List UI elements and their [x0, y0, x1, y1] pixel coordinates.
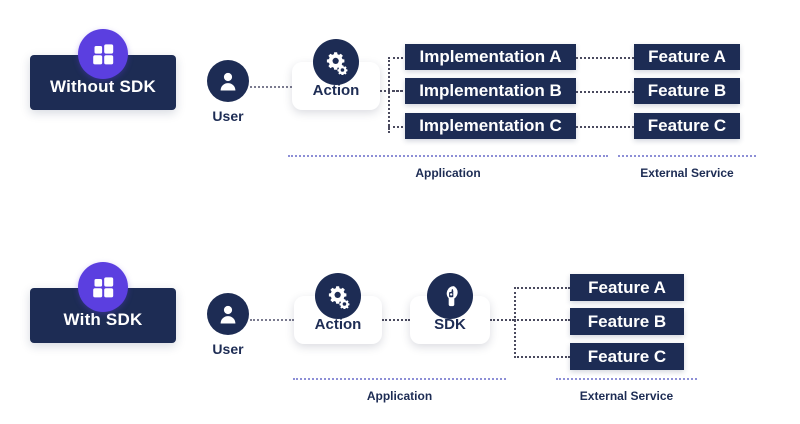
connector-action-to-impl-c: [388, 126, 407, 128]
wrench-icon: [427, 273, 473, 319]
chip-label: Feature B: [647, 81, 727, 100]
gears-icon: [313, 39, 359, 85]
connector-sdk-to-feature-b: [514, 319, 570, 321]
zone-divider: [556, 378, 697, 380]
chip-feature: Feature A: [570, 274, 684, 301]
connector-impl-a-to-feature-a: [576, 57, 634, 59]
zone-divider: [293, 378, 506, 380]
connector-sdk-stem: [490, 319, 514, 321]
connector-action-to-impl-b: [388, 90, 407, 92]
chip-label: Feature A: [648, 47, 726, 66]
zone-label: External Service: [640, 166, 734, 180]
gears-icon: [315, 273, 361, 319]
chip-label: Implementation C: [419, 116, 562, 135]
connector-action-to-impl-a: [388, 57, 407, 59]
connector-impl-b-to-feature-b: [576, 91, 634, 93]
chip-label: Feature C: [587, 346, 667, 366]
user-icon: [207, 293, 249, 335]
grid-icon: [78, 262, 128, 312]
node-action-without-sdk: Action: [292, 39, 380, 110]
chip-label: Feature A: [588, 277, 666, 297]
chip-label: Implementation A: [419, 47, 562, 66]
chip-label: Feature B: [587, 311, 667, 331]
zone-application-without-sdk: Application: [288, 155, 608, 180]
chip-feature: Feature A: [634, 44, 740, 70]
connector-user-to-action: [250, 86, 292, 88]
node-label: Action: [312, 82, 360, 99]
node-sdk: SDK: [410, 273, 490, 344]
actor-user-with-sdk: User: [207, 293, 249, 357]
chip-implementation: Implementation B: [405, 78, 576, 104]
section-banner-with-sdk: With SDK: [30, 262, 176, 343]
zone-label: Application: [415, 166, 481, 180]
chip-label: Implementation B: [419, 81, 562, 100]
user-icon: [207, 60, 249, 102]
connector-action-bracket: [388, 57, 390, 133]
section-banner-without-sdk: Without SDK: [30, 29, 176, 110]
actor-label: User: [212, 341, 244, 357]
node-label: Action: [314, 316, 362, 333]
zone-label: Application: [366, 389, 433, 403]
connector-user-to-action: [250, 319, 294, 321]
actor-label: User: [212, 108, 244, 124]
node-label: SDK: [434, 316, 466, 333]
chip-feature: Feature B: [634, 78, 740, 104]
zone-label: External Service: [579, 389, 674, 403]
chip-implementation: Implementation A: [405, 44, 576, 70]
node-action-with-sdk: Action: [294, 273, 382, 344]
chip-feature: Feature B: [570, 308, 684, 335]
connector-sdk-to-feature-a: [514, 287, 570, 289]
connector-sdk-to-feature-c: [514, 356, 570, 358]
connector-sdk-bracket: [514, 287, 516, 358]
chip-feature: Feature C: [634, 113, 740, 139]
chip-implementation: Implementation C: [405, 113, 576, 139]
chip-feature: Feature C: [570, 343, 684, 370]
zone-external-service-without-sdk: External Service: [618, 155, 756, 180]
zone-external-service-with-sdk: External Service: [556, 378, 697, 403]
zone-application-with-sdk: Application: [293, 378, 506, 403]
connector-impl-c-to-feature-c: [576, 126, 634, 128]
actor-user-without-sdk: User: [207, 60, 249, 124]
zone-divider: [618, 155, 756, 157]
connector-action-to-sdk: [382, 319, 410, 321]
grid-icon: [78, 29, 128, 79]
section-banner-label: With SDK: [63, 310, 143, 329]
chip-label: Feature C: [647, 116, 727, 135]
section-banner-label: Without SDK: [50, 77, 156, 96]
zone-divider: [288, 155, 608, 157]
